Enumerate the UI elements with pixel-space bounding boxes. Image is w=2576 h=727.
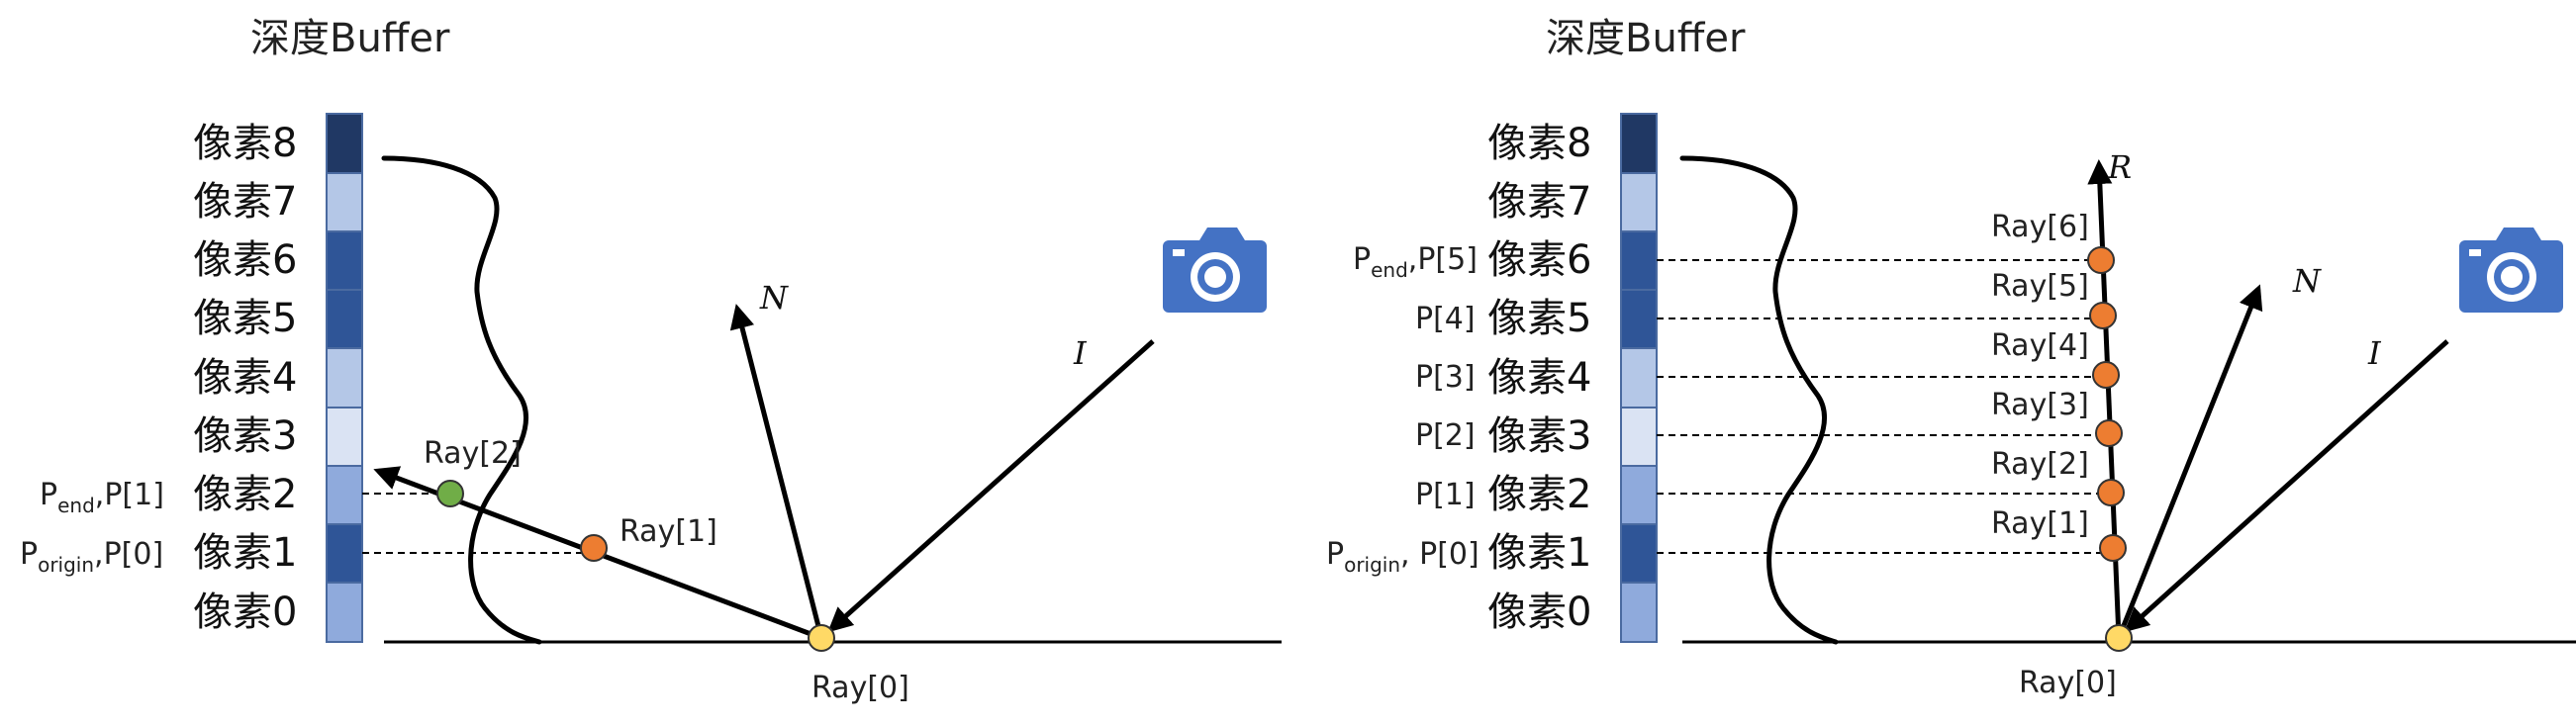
left-surface-curve: [381, 155, 542, 645]
right-incident-vector: [2124, 339, 2449, 633]
right-normal-vector: [2116, 284, 2263, 639]
right-depth-buffer: [1620, 113, 1658, 643]
left-pixel-labels: 像素8 像素7 像素6 像素5 像素4 像素3 像素2 像素1 像素0: [193, 121, 297, 635]
right-cell-7: [1620, 172, 1658, 232]
left-ray2-label: Ray[2]: [424, 436, 522, 471]
right-cell-2: [1620, 465, 1658, 525]
left-ray2-point: [436, 480, 464, 507]
right-surface-curve: [1679, 155, 1839, 645]
left-pixel-label: 像素2: [193, 472, 297, 517]
camera-icon: [2459, 227, 2563, 313]
right-cell-8: [1620, 113, 1658, 174]
left-ray0-point: [808, 624, 835, 652]
right-pixel-labels: 像素8 像素7 像素6 像素5 像素4 像素3 像素2 像素1 像素0: [1487, 121, 1591, 635]
right-p1-label: P[1]: [1415, 478, 1476, 512]
left-cell-1: [326, 523, 363, 584]
right-ray0-point: [2105, 624, 2133, 652]
right-ray3-label: Ray[3]: [1991, 388, 2089, 422]
left-cell-5: [326, 289, 363, 349]
right-cell-1: [1620, 523, 1658, 584]
right-pixel-label: 像素1: [1487, 530, 1591, 576]
right-p-origin-label: Porigin, P[0]: [1326, 537, 1479, 577]
left-pixel-label: 像素0: [193, 590, 297, 635]
right-pixel-label: 像素3: [1487, 413, 1591, 459]
right-cell-3: [1620, 407, 1658, 467]
left-cell-7: [326, 172, 363, 232]
left-ray0-label: Ray[0]: [811, 671, 909, 705]
left-panel: 深度Buffer 像素8 像素7 像素6 像素5 像素4 像素3 像素2 像素1…: [20, 16, 1282, 705]
right-p4-label: P[4]: [1415, 302, 1476, 336]
right-pixel-label: 像素8: [1487, 121, 1591, 166]
left-pixel-label: 像素1: [193, 530, 297, 576]
right-ray2-label: Ray[2]: [1991, 447, 2089, 482]
left-pixel-label: 像素8: [193, 121, 297, 166]
camera-icon: [1163, 227, 1267, 313]
right-pixel-label: 像素6: [1487, 237, 1591, 283]
left-cell-2: [326, 465, 363, 525]
left-p-origin-label: Porigin,P[0]: [20, 537, 163, 577]
left-normal-label: N: [759, 279, 789, 317]
right-pixel-label: 像素4: [1487, 355, 1591, 401]
right-ray0-label: Ray[0]: [2019, 666, 2117, 700]
left-normal-vector: [729, 304, 824, 639]
left-title: 深度Buffer: [250, 16, 450, 61]
left-incident-label: I: [1073, 334, 1088, 372]
left-ray1-label: Ray[1]: [620, 514, 717, 549]
left-p-end-label: Pend,P[1]: [40, 478, 164, 517]
left-pixel-label: 像素5: [193, 296, 297, 341]
right-pixel-label: 像素7: [1487, 179, 1591, 225]
right-reflect-label: R: [2107, 148, 2132, 186]
right-ray5-label: Ray[5]: [1991, 269, 2089, 304]
left-pixel-label: 像素4: [193, 355, 297, 401]
right-ray1-point: [2099, 534, 2127, 562]
right-p2-label: P[2]: [1415, 418, 1476, 453]
right-pixel-label: 像素2: [1487, 472, 1591, 517]
right-ray1-label: Ray[1]: [1991, 506, 2089, 541]
right-normal-label: N: [2292, 262, 2322, 300]
right-ray3-point: [2095, 419, 2123, 447]
right-ray6-label: Ray[6]: [1991, 210, 2089, 244]
left-cell-8: [326, 113, 363, 174]
left-ray1-point: [580, 534, 608, 562]
left-depth-buffer: [326, 113, 363, 643]
right-ray4-point: [2092, 361, 2120, 389]
left-cell-0: [326, 582, 363, 643]
left-incident-vector: [827, 339, 1155, 633]
right-panel: 深度Buffer 像素8 像素7 像素6 像素5 像素4 像素3 像素2 像素1…: [1326, 16, 2576, 700]
left-cell-4: [326, 347, 363, 409]
right-ray4-label: Ray[4]: [1991, 328, 2089, 363]
right-reflect-vector: [2087, 159, 2122, 639]
right-p3-label: P[3]: [1415, 360, 1476, 395]
right-title: 深度Buffer: [1546, 16, 1746, 61]
left-cell-3: [326, 407, 363, 467]
right-cell-0: [1620, 582, 1658, 643]
right-cell-6: [1620, 230, 1658, 291]
left-pixel-label: 像素6: [193, 237, 297, 283]
right-incident-label: I: [2367, 334, 2382, 372]
right-cell-4: [1620, 347, 1658, 409]
right-ray5-point: [2089, 302, 2117, 329]
left-pixel-label: 像素3: [193, 413, 297, 459]
left-cell-6: [326, 230, 363, 291]
left-pixel-label: 像素7: [193, 179, 297, 225]
right-pixel-label: 像素5: [1487, 296, 1591, 341]
right-ray6-point: [2087, 246, 2115, 274]
right-pixel-label: 像素0: [1487, 590, 1591, 635]
right-ray2-point: [2097, 479, 2125, 506]
right-cell-5: [1620, 289, 1658, 349]
right-p-end-label: Pend,P[5]: [1353, 242, 1478, 282]
